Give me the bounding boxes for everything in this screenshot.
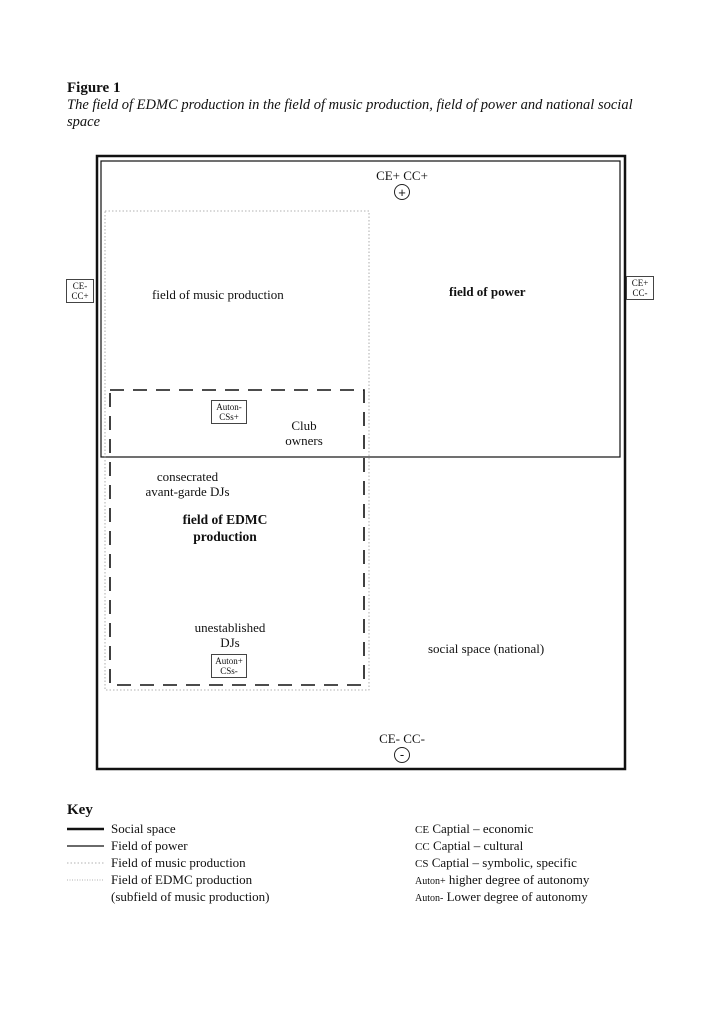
left-pole-box: CE- CC+ (66, 279, 94, 303)
field-edmc-line1: field of EDMC (182, 512, 268, 527)
field-of-music-production-label: field of music production (152, 287, 284, 302)
auton-minus-line1: Auton- (216, 402, 242, 412)
unestablished-line1: unestablished (194, 620, 266, 635)
auton-minus-box: Auton- CSs+ (211, 400, 247, 424)
field-of-power-border (100, 160, 621, 458)
field-of-power-label: field of power (449, 284, 526, 299)
key-item-edmc-production: Field of EDMC production (111, 872, 253, 887)
consecrated-djs-label: consecrated avant-garde DJs (130, 469, 245, 499)
club-owners-line1: Club (291, 418, 317, 433)
unestablished-djs-label: unestablished DJs (180, 620, 280, 650)
key-abbr-cs-code: CS (415, 858, 429, 870)
field-of-music-production-border (104, 210, 370, 691)
auton-plus-box: Auton+ CSs- (211, 654, 247, 678)
social-space-label: social space (national) (428, 641, 545, 656)
consecrated-line1: consecrated (156, 469, 219, 484)
auton-plus-line1: Auton+ (215, 656, 243, 666)
key-abbr-auton-plus-code: Auton+ (415, 876, 446, 887)
figure-title: Figure 1 (67, 80, 121, 96)
right-pole-line2: CC- (632, 288, 648, 298)
key-item-social-space: Social space (111, 821, 176, 836)
key-abbr-auton-minus: Auton- Lower degree of autonomy (415, 889, 588, 906)
plus-circle-icon: + (394, 184, 410, 200)
unestablished-line2: DJs (220, 635, 240, 650)
left-pole-line1: CE- (72, 281, 88, 291)
field-of-edmc-production-label: field of EDMC production (160, 511, 290, 545)
key-title: Key (67, 802, 93, 818)
figure-caption: The field of EDMC production in the fiel… (67, 97, 633, 130)
minus-circle-icon: - (394, 747, 410, 763)
right-pole-box: CE+ CC- (626, 276, 654, 300)
right-pole-line1: CE+ (631, 278, 649, 288)
key-abbr-cc-code: CC (415, 841, 430, 853)
auton-minus-line2: CSs+ (219, 412, 239, 422)
club-owners-line2: owners (285, 433, 323, 448)
top-pole-label: CE+ CC+ (376, 168, 428, 183)
key-item-field-of-power: Field of power (111, 838, 188, 853)
social-space-border (95, 154, 627, 771)
key-abbr-auton-plus-desc: higher degree of autonomy (448, 872, 590, 887)
key-abbr-cs-desc: Captial – symbolic, specific (431, 855, 577, 870)
key-abbr-cc: CC Captial – cultural (415, 838, 523, 855)
key-abbr-ce: CE Captial – economic (415, 821, 533, 838)
key-item-subfield: (subfield of music production) (111, 889, 270, 904)
key-abbr-cc-desc: Captial – cultural (432, 838, 524, 853)
key-abbr-auton-minus-code: Auton- (415, 893, 444, 904)
key-abbr-ce-desc: Captial – economic (432, 821, 534, 836)
consecrated-line2: avant-garde DJs (145, 484, 230, 499)
key-item-music-production: Field of music production (111, 855, 246, 870)
bottom-pole-label: CE- CC- (379, 731, 425, 746)
key-abbr-cs: CS Captial – symbolic, specific (415, 855, 577, 872)
field-edmc-line2: production (193, 529, 257, 544)
key-abbr-auton-plus: Auton+ higher degree of autonomy (415, 872, 589, 889)
key-abbr-auton-minus-desc: Lower degree of autonomy (446, 889, 588, 904)
club-owners-label: Club owners (275, 418, 333, 448)
key-abbr-ce-code: CE (415, 824, 430, 836)
field-of-edmc-production-border (109, 389, 365, 686)
left-pole-line2: CC+ (71, 291, 89, 301)
auton-plus-line2: CSs- (220, 666, 238, 676)
